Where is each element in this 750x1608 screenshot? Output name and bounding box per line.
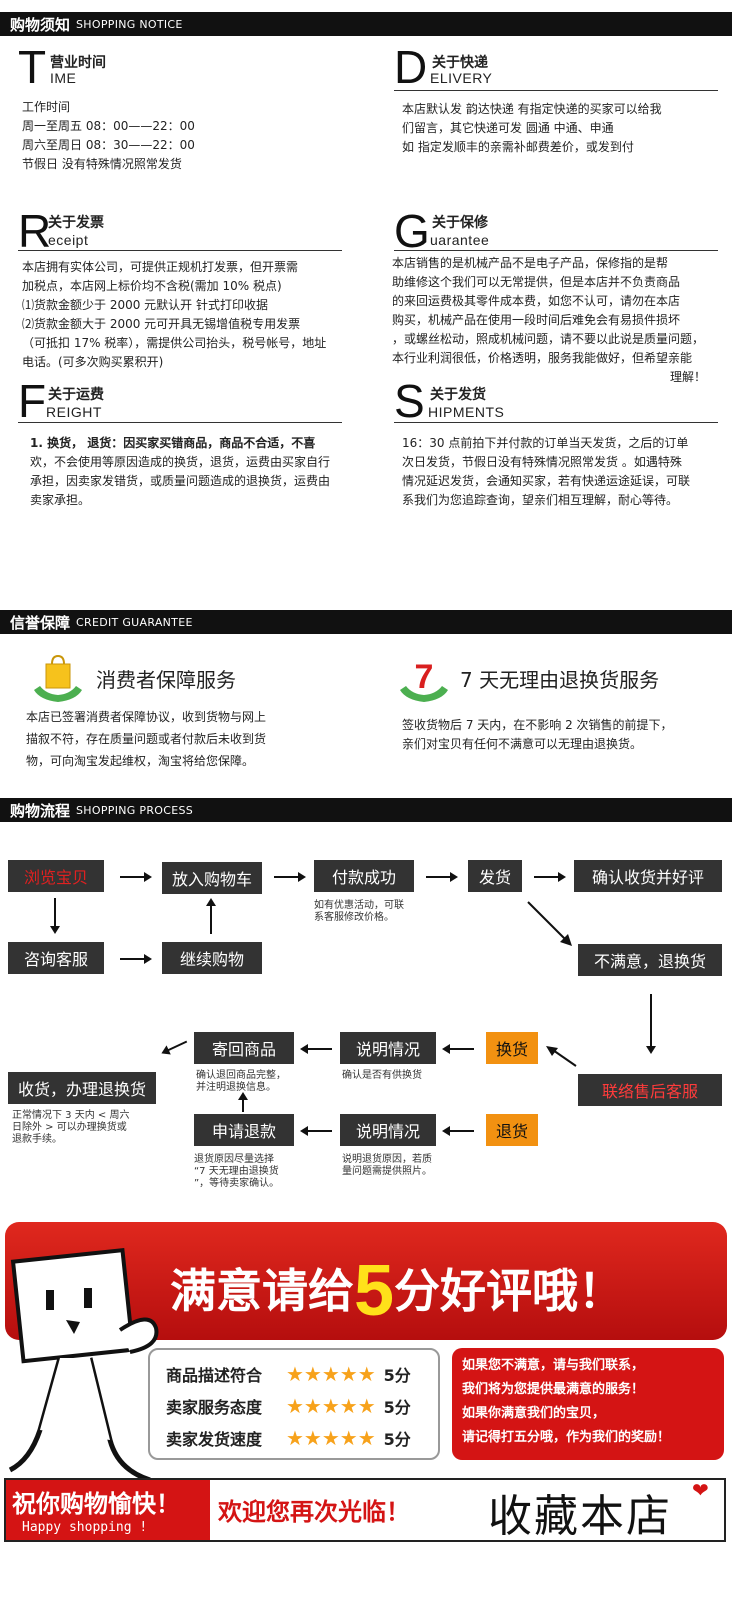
- refund-receive-note: 正常情况下 3 天内 < 周六 日除外 > 可以办理换货或 退款手续。: [12, 1110, 130, 1145]
- notice-guarantee: G 关于保修 uarantee 本店销售的是机械产品不是电子产品，保修指的是帮 …: [392, 205, 724, 398]
- step-exchange: 换货: [486, 1032, 538, 1064]
- step-browse: 浏览宝贝: [8, 860, 104, 892]
- arrow-down: [50, 898, 60, 934]
- footer-wish-en: Happy shopping !: [22, 1520, 148, 1535]
- seven-day-body: 签收货物后 7 天内，在不影响 2 次销售的前提下， 亲们对宝贝有任何不满意可以…: [402, 718, 673, 751]
- delivery-body: 本店默认发 韵达快递 有指定快递的买家可以给我 们留言，其它快递可发 圆通 中通…: [402, 102, 662, 154]
- pay-note: 如有优惠活动，可联 系客服修改价格。: [314, 900, 404, 923]
- section-bar-credit: 信誉保障 CREDIT GUARANTEE: [0, 610, 732, 634]
- star-icon: ★★★★★: [286, 1362, 376, 1386]
- arrow-right: [534, 872, 566, 882]
- time-initial: T: [18, 41, 47, 93]
- step-pay: 付款成功: [314, 860, 414, 892]
- rating-row: 商品描述符合 ★★★★★ 5分: [166, 1362, 411, 1386]
- arrow-right: [426, 872, 458, 882]
- freight-body: 1. 换货， 退货：因买家买错商品，商品不合适，不喜 欢，不会使用等原因造成的换…: [30, 436, 331, 507]
- receipt-en: eceipt: [48, 232, 89, 248]
- step-explain-exchange: 说明情况: [340, 1032, 436, 1064]
- notice-receipt: R 关于发票 eceipt 本店拥有实体公司，可提供正规机打发票，但开票需 加税…: [18, 208, 348, 378]
- rating-row: 卖家发货速度 ★★★★★ 5分: [166, 1426, 411, 1450]
- arrow-up: [206, 898, 216, 934]
- notice-time: T 营业时间 IME 工作时间 周一至周五 08：00——22：00 周六至周日…: [18, 44, 348, 194]
- guarantee-body: 本店销售的是机械产品不是电子产品，保修指的是帮 助维修这个我们可以无常提供，但是…: [392, 256, 706, 384]
- footer-box: [4, 1478, 726, 1542]
- step-consult: 咨询客服: [8, 942, 104, 974]
- contact-box: 如果您不满意，请与我们联系， 我们将为您提供最满意的服务！ 如果你满意我们的宝贝…: [452, 1348, 724, 1460]
- shipments-initial: S: [394, 375, 425, 427]
- arrow-right: [120, 872, 152, 882]
- mascot-thumbs-up-icon: [8, 1248, 159, 1483]
- step-explain-refund: 说明情况: [340, 1114, 436, 1146]
- arrow-left: [442, 1126, 474, 1136]
- arrow-diagonal: [527, 901, 572, 946]
- shipments-body: 16：30 点前拍下并付款的订单当天发货，之后的订单 次日发货，节假日没有特殊情…: [402, 436, 691, 507]
- step-apply-refund: 申请退款: [194, 1114, 294, 1146]
- freight-en: REIGHT: [46, 404, 102, 420]
- guarantee-en: uarantee: [430, 232, 490, 248]
- banner-slogan: 满意请给5分好评哦！: [170, 1251, 625, 1331]
- seven-day-title: 7 天无理由退换货服务: [460, 668, 660, 692]
- guarantee-title: 关于保修: [432, 215, 488, 231]
- time-body: 工作时间 周一至周五 08：00——22：00 周六至周日 08：30——22：…: [22, 100, 195, 171]
- delivery-initial: D: [394, 41, 428, 93]
- freight-title: 关于运费: [48, 387, 104, 403]
- delivery-en: ELIVERY: [430, 70, 493, 86]
- footer-welcome: 欢迎您再次光临！: [218, 1498, 410, 1526]
- step-continue: 继续购物: [162, 942, 262, 974]
- shipments-en: HIPMENTS: [428, 404, 505, 420]
- arrow-right: [274, 872, 306, 882]
- step-confirm: 确认收货并好评: [574, 860, 722, 892]
- arrow-left: [300, 1044, 332, 1054]
- svg-text:7: 7: [415, 658, 434, 696]
- freight-initial: F: [18, 375, 47, 427]
- rating-row: 卖家服务态度 ★★★★★ 5分: [166, 1394, 411, 1418]
- ratings-list: 商品描述符合 ★★★★★ 5分 卖家服务态度 ★★★★★ 5分 卖家发货速度 ★…: [166, 1358, 436, 1454]
- explain-exchange-note: 确认是否有供换货: [342, 1070, 422, 1081]
- step-unsatisfied: 不满意，退换货: [578, 944, 722, 976]
- explain-refund-note: 说明退货原因，若质 量问题需提供照片。: [342, 1154, 432, 1177]
- consumer-protection-title: 消费者保障服务: [96, 668, 236, 692]
- notice-delivery: D 关于快递 ELIVERY 本店默认发 韵达快递 有指定快递的买家可以给我 们…: [394, 44, 724, 174]
- section-bar-notice: 购物须知 SHOPPING NOTICE: [0, 12, 732, 36]
- apply-note: 退货原因尽量选择 “7 天无理由退换货 ”，等待卖家确认。: [194, 1154, 280, 1189]
- arrow-down: [646, 994, 656, 1054]
- delivery-title: 关于快递: [432, 55, 488, 71]
- shipments-title: 关于发货: [430, 387, 486, 403]
- step-after-sale: 联络售后客服: [578, 1074, 722, 1106]
- arrow-left: [300, 1126, 332, 1136]
- step-refund: 退货: [486, 1114, 538, 1146]
- step-return-goods: 寄回商品: [194, 1032, 294, 1064]
- step-ship: 发货: [468, 860, 522, 892]
- receipt-title: 关于发票: [48, 215, 104, 231]
- footer-wish-panel: [6, 1480, 210, 1540]
- notice-freight: F 关于运费 REIGHT 1. 换货， 退货：因买家买错商品，商品不合适，不喜…: [18, 378, 348, 528]
- favorite-store-link[interactable]: 收藏本店: [488, 1491, 672, 1542]
- seven-day-icon: 7: [396, 650, 452, 706]
- arrow-left: [442, 1044, 474, 1054]
- ratings-box: [148, 1348, 440, 1460]
- heart-icon: ❤: [692, 1478, 709, 1502]
- step-refund-receive: 收货，办理退换货: [8, 1072, 156, 1104]
- footer-wish: 祝你购物愉快！: [12, 1489, 180, 1518]
- arrow-up: [238, 1092, 248, 1112]
- guarantee-initial: G: [394, 205, 430, 257]
- time-title: 营业时间: [50, 55, 106, 71]
- arrow-diagonal: [546, 1046, 577, 1067]
- receipt-body: 本店拥有实体公司，可提供正规机打发票，但开票需 加税点，本店网上标价均不含税(需…: [22, 260, 327, 369]
- arrow-left: [162, 1040, 188, 1054]
- shopping-bag-icon: [30, 650, 86, 706]
- receipt-initial: R: [18, 205, 52, 257]
- consumer-protection-body: 本店已签署消费者保障协议，收到货物与网上 描叙不符，存在质量问题或者付款后未收到…: [26, 710, 267, 768]
- star-icon: ★★★★★: [286, 1426, 376, 1450]
- return-note: 确认退回商品完整， 并注明退换信息。: [196, 1070, 286, 1093]
- star-icon: ★★★★★: [286, 1394, 376, 1418]
- arrow-right: [120, 954, 152, 964]
- time-en: IME: [50, 70, 77, 86]
- section-bar-process: 购物流程 SHOPPING PROCESS: [0, 798, 732, 822]
- step-cart: 放入购物车: [162, 862, 262, 894]
- notice-shipments: S 关于发货 HIPMENTS 16：30 点前拍下并付款的订单当天发货，之后的…: [394, 378, 724, 528]
